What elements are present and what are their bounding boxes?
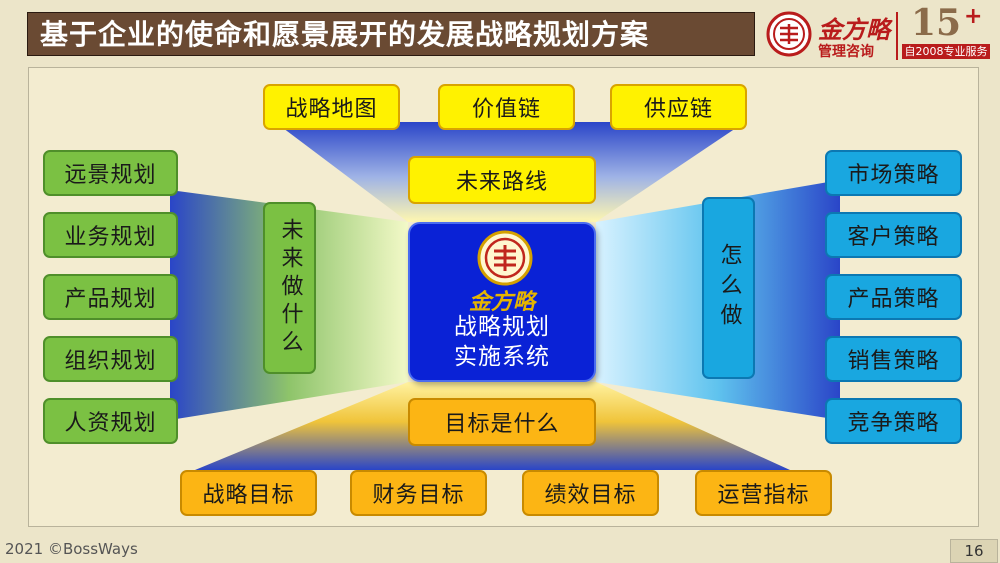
right-box-sales-strategy: 销售策略 bbox=[825, 336, 962, 382]
future-route-box: 未来路线 bbox=[408, 156, 596, 204]
right-vertical-text: 怎么做 bbox=[716, 243, 742, 333]
seal-icon bbox=[477, 230, 533, 286]
footer-copyright: 2021 ©BossWays bbox=[5, 540, 138, 558]
logo-since: 自2008专业服务 bbox=[902, 44, 990, 59]
left-box-product-planning: 产品规划 bbox=[43, 274, 178, 320]
center-brand: 金方略 bbox=[468, 289, 535, 315]
bottom-box-financial-goal: 财务目标 bbox=[350, 470, 487, 516]
right-vertical-box: 怎么做 bbox=[702, 197, 755, 379]
logo-plus: + bbox=[964, 4, 983, 29]
center-title-line2: 实施系统 bbox=[454, 344, 550, 370]
logo-brand: 金方略 bbox=[818, 15, 890, 44]
page-number: 16 bbox=[950, 539, 998, 563]
right-box-product-strategy: 产品策略 bbox=[825, 274, 962, 320]
page-title: 基于企业的使命和愿景展开的发展战略规划方案 bbox=[27, 12, 755, 56]
right-box-competition-strategy: 竞争策略 bbox=[825, 398, 962, 444]
logo-divider bbox=[896, 12, 898, 60]
left-vertical-text: 未来做什么 bbox=[277, 218, 303, 358]
bottom-box-performance-goal: 绩效目标 bbox=[522, 470, 659, 516]
right-box-customer-strategy: 客户策略 bbox=[825, 212, 962, 258]
top-box-supply-chain: 供应链 bbox=[610, 84, 747, 130]
logo-subtitle: 管理咨询 bbox=[818, 44, 874, 60]
company-logo: 金方略 管理咨询 15 + 自2008专业服务 bbox=[766, 2, 996, 62]
seal-icon bbox=[766, 11, 812, 57]
left-box-hr-planning: 人资规划 bbox=[43, 398, 178, 444]
center-title: 战略规划 实施系统 bbox=[410, 312, 594, 372]
left-vertical-box: 未来做什么 bbox=[263, 202, 316, 374]
goal-box: 目标是什么 bbox=[408, 398, 596, 446]
logo-years: 15 bbox=[911, 2, 962, 44]
center-system-box: 金方略 战略规划 实施系统 bbox=[408, 222, 596, 382]
top-box-strategy-map: 战略地图 bbox=[263, 84, 400, 130]
left-box-vision-planning: 远景规划 bbox=[43, 150, 178, 196]
bottom-box-operation-index: 运营指标 bbox=[695, 470, 832, 516]
right-box-market-strategy: 市场策略 bbox=[825, 150, 962, 196]
center-title-line1: 战略规划 bbox=[454, 314, 550, 340]
bottom-box-strategic-goal: 战略目标 bbox=[180, 470, 317, 516]
top-box-value-chain: 价值链 bbox=[438, 84, 575, 130]
left-box-organization-planning: 组织规划 bbox=[43, 336, 178, 382]
left-box-business-planning: 业务规划 bbox=[43, 212, 178, 258]
